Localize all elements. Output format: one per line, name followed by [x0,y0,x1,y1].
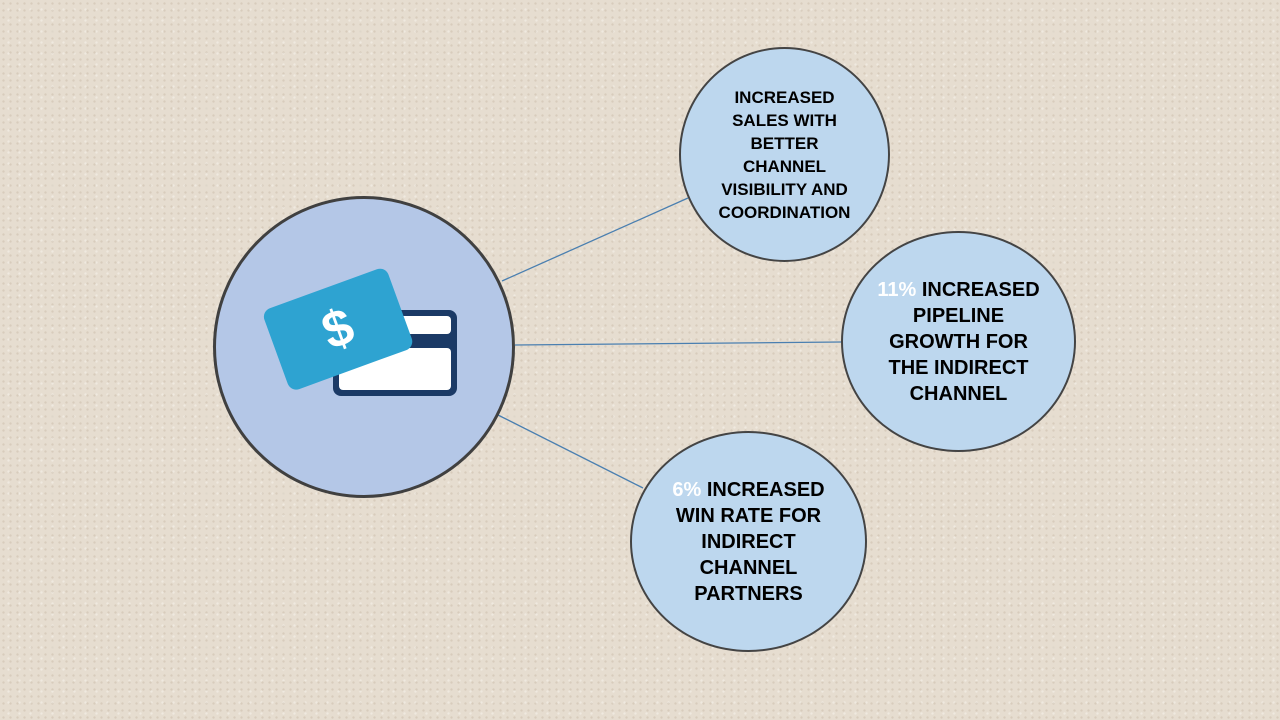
connector-right [514,341,842,346]
credit-card-dollar-icon: $ [263,268,457,396]
connector-top [501,197,689,282]
bubble-text-line: CHANNEL [742,156,827,176]
benefit-bubble-pipeline: 11% INCREASED PIPELINE GROWTH FOR THE IN… [841,231,1076,452]
bubble-text-line: COORDINATION [718,202,851,222]
bubble-text-line-first: 6% INCREASED [672,477,824,503]
central-circle: $ [213,196,515,498]
bubble-text-line: PIPELINE [912,304,1005,327]
benefit-bubble-sales: INCREASED SALES WITH BETTER CHANNEL VISI… [679,47,890,262]
bubble-text-line: VISIBILITY AND [721,179,848,199]
bubble-text: INCREASED [921,278,1040,301]
bubble-text: INCREASED [706,478,825,501]
bubble-text-line: CHANNEL [699,556,798,579]
bubble-text-line-first: 11% INCREASED [877,277,1039,303]
bubble-text-line: CHANNEL [909,382,1008,405]
bubble-text-line: INDIRECT [701,530,796,553]
bubble-text-line: WIN RATE FOR [675,504,822,527]
highlight-percent: 6% [672,478,702,501]
connector-bottom [497,414,644,489]
bubble-text-line: THE INDIRECT [888,356,1029,379]
highlight-percent: 11% [877,278,917,301]
bubble-text-line: BETTER [750,133,819,153]
bubble-text-line: PARTNERS [694,582,803,605]
benefit-bubble-win-rate: 6% INCREASED WIN RATE FOR INDIRECT CHANN… [630,431,867,652]
bubble-text-line: GROWTH FOR [889,330,1028,353]
bubble-text-line: SALES WITH [732,110,837,130]
bubble-text-line: INCREASED [734,87,835,107]
